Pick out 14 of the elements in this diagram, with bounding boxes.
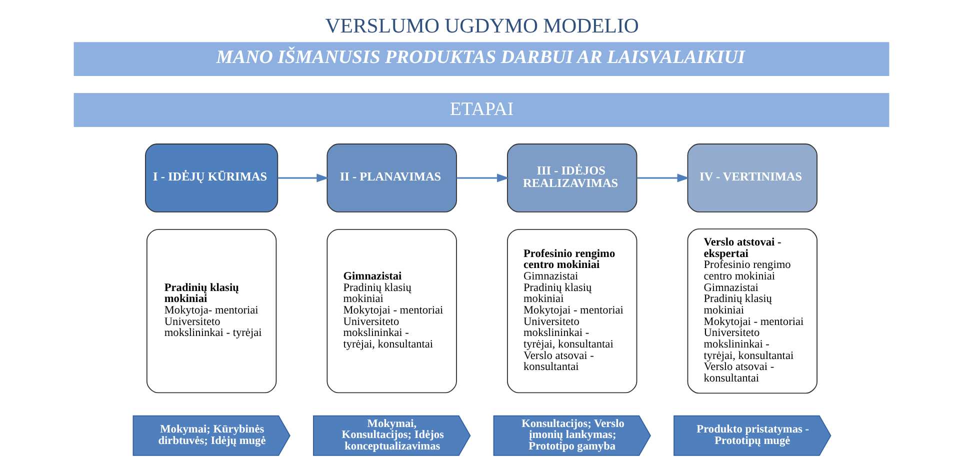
node-box: Profesinio rengimo centro mokiniai Gimnazistai Pradinių klasių mokiniai Mokytojai - mentoriai Universiteto mokslininkai - tyrėjai, konsultantai Verslo atsovai - konsultantai xyxy=(506,228,638,394)
node-box: Gimnazistai Pradinių klasių mokiniai Mokytojai - mentoriai Universiteto mokslininkai - tyrėjai, konsultantai xyxy=(326,228,457,394)
node-box: Verslo atstovai - ekspertai Profesinio rengimo centro mokiniai Gimnazistai Pradinių klasių mokiniai Mokytojai - mentoriai Universiteto mokslininkai - tyrėjai, konsultantai Verslo atsovai - konsultantai xyxy=(687,228,818,394)
node-box: Pradinių klasių mokiniai Mokytoja- mentoriai Universiteto mokslininkai - tyrėjai xyxy=(146,228,277,394)
label: ETAPAI xyxy=(450,98,514,120)
arrow xyxy=(456,174,510,182)
arrow xyxy=(636,174,690,182)
node-box: I - IDĖJŲ KŪRIMAS xyxy=(145,144,278,212)
arrow xyxy=(278,174,329,182)
diagram-title: VERSLUMO UGDYMO MODELIO xyxy=(325,15,639,38)
node-box: III - IDĖJOS REALIZAVIMAS xyxy=(506,144,638,212)
node-box: IV - VERTINIMAS xyxy=(687,144,818,212)
label: MANO IŠMANUSIS PRODUKTAS DARBUI AR LAISVALAIKIUI xyxy=(216,46,746,68)
node-box: II - PLANAVIMAS xyxy=(326,144,457,212)
